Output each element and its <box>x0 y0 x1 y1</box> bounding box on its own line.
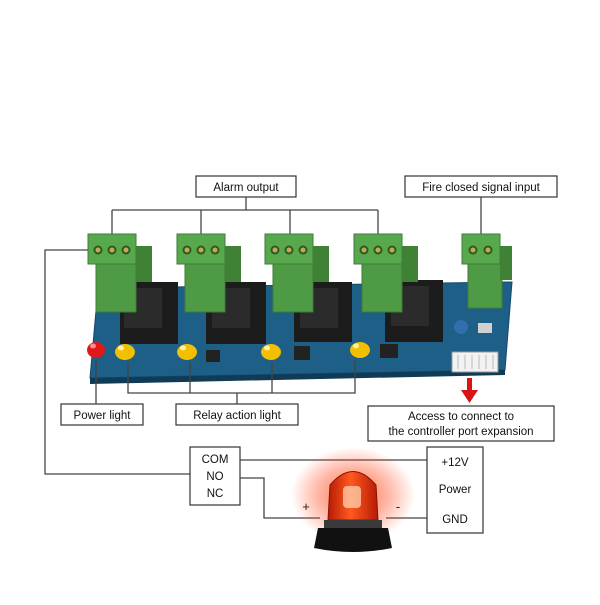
power-supply-box: +12V Power GND <box>426 446 484 534</box>
relay-led-1 <box>115 344 135 360</box>
component <box>478 323 492 333</box>
no-to-beacon-plus-wire <box>240 477 320 519</box>
terminal-block-4 <box>353 233 418 313</box>
fire-input-label: Fire closed signal input <box>404 175 558 198</box>
access-line2-text: the controller port expansion <box>388 426 533 438</box>
alarm-beacon-icon <box>291 447 415 552</box>
plus12v-label: +12V <box>441 457 469 469</box>
terminal-block-3 <box>264 233 329 313</box>
relay-action-light-label: Relay action light <box>175 403 299 426</box>
arrow-down-icon <box>461 378 478 403</box>
no-label: NO <box>206 471 223 483</box>
access-expansion-label: Access to connect to the controller port… <box>367 405 555 442</box>
alarm-output-label: Alarm output <box>195 175 297 198</box>
terminal-block-1 <box>87 233 152 313</box>
capacitor <box>454 320 468 334</box>
chip <box>206 350 220 362</box>
gnd-label: GND <box>442 514 468 526</box>
alarm-output-bracket <box>111 197 379 234</box>
led-connector-lines <box>95 360 356 404</box>
terminal-block-2 <box>176 233 241 313</box>
relay-led-3 <box>261 344 281 360</box>
chip <box>380 344 398 358</box>
relay-terminal-box: COM NO NC <box>189 446 241 506</box>
expansion-connector <box>451 351 499 373</box>
nc-label: NC <box>207 488 224 500</box>
relay-led-2 <box>177 344 197 360</box>
com-wire <box>44 249 190 475</box>
com-label: COM <box>202 454 229 466</box>
power-light-label: Power light <box>60 403 144 426</box>
alarm-output-text: Alarm output <box>213 182 279 194</box>
power-label: Power <box>439 484 472 496</box>
fire-input-text: Fire closed signal input <box>422 182 540 194</box>
terminal-block-fire-input <box>461 233 512 309</box>
power-led <box>87 342 105 358</box>
relay-led-4 <box>350 342 370 358</box>
chip <box>294 346 310 360</box>
power-light-text: Power light <box>74 410 132 422</box>
access-line1-text: Access to connect to <box>408 411 514 423</box>
relay-action-light-text: Relay action light <box>193 410 281 422</box>
